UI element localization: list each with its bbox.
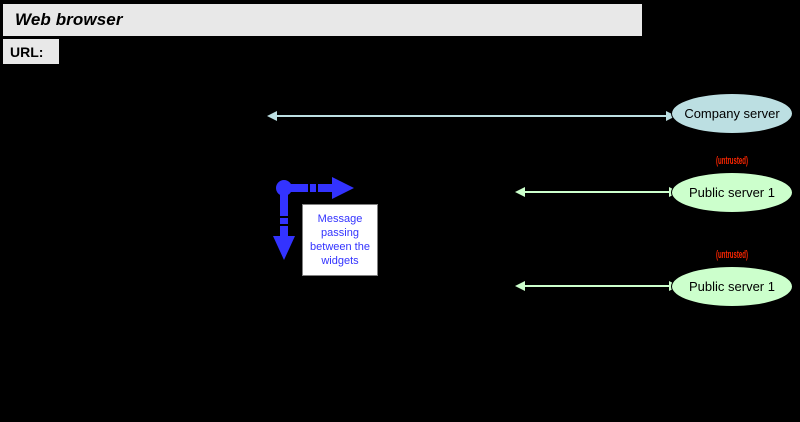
node-company-server-label: Company server [684,106,780,121]
connector-public-2-line [524,285,669,287]
connector-company-arrowhead-left [267,111,277,121]
node-public-server-2[interactable]: Public server 1 [671,266,793,307]
untrusted-tag-public-server-2: (untrusted) [716,249,748,261]
message-line-3: between the [310,241,370,253]
url-bar[interactable]: URL: [2,38,60,65]
connector-public-1-arrowhead-left [515,187,525,197]
browser-title-text: Web browser [15,10,123,29]
untrusted-tag-public-server-1: (untrusted) [716,155,748,167]
node-public-server-1-label: Public server 1 [689,185,775,200]
connector-company-line [276,115,666,117]
message-passing-box: Message passing between the widgets [302,204,378,276]
message-passing-text: Message passing between the widgets [310,212,370,268]
browser-title-bar: Web browser [2,3,643,37]
message-passing-arrow-icon [273,177,354,260]
message-line-1: Message [317,213,363,225]
message-line-2: passing [321,227,359,239]
node-public-server-1[interactable]: Public server 1 [671,172,793,213]
message-line-4: widgets [321,255,359,267]
node-public-server-2-label: Public server 1 [689,279,775,294]
url-label: URL: [10,43,44,60]
connector-public-1-line [524,191,669,193]
node-company-server[interactable]: Company server [671,93,793,134]
connector-public-2-arrowhead-left [515,281,525,291]
